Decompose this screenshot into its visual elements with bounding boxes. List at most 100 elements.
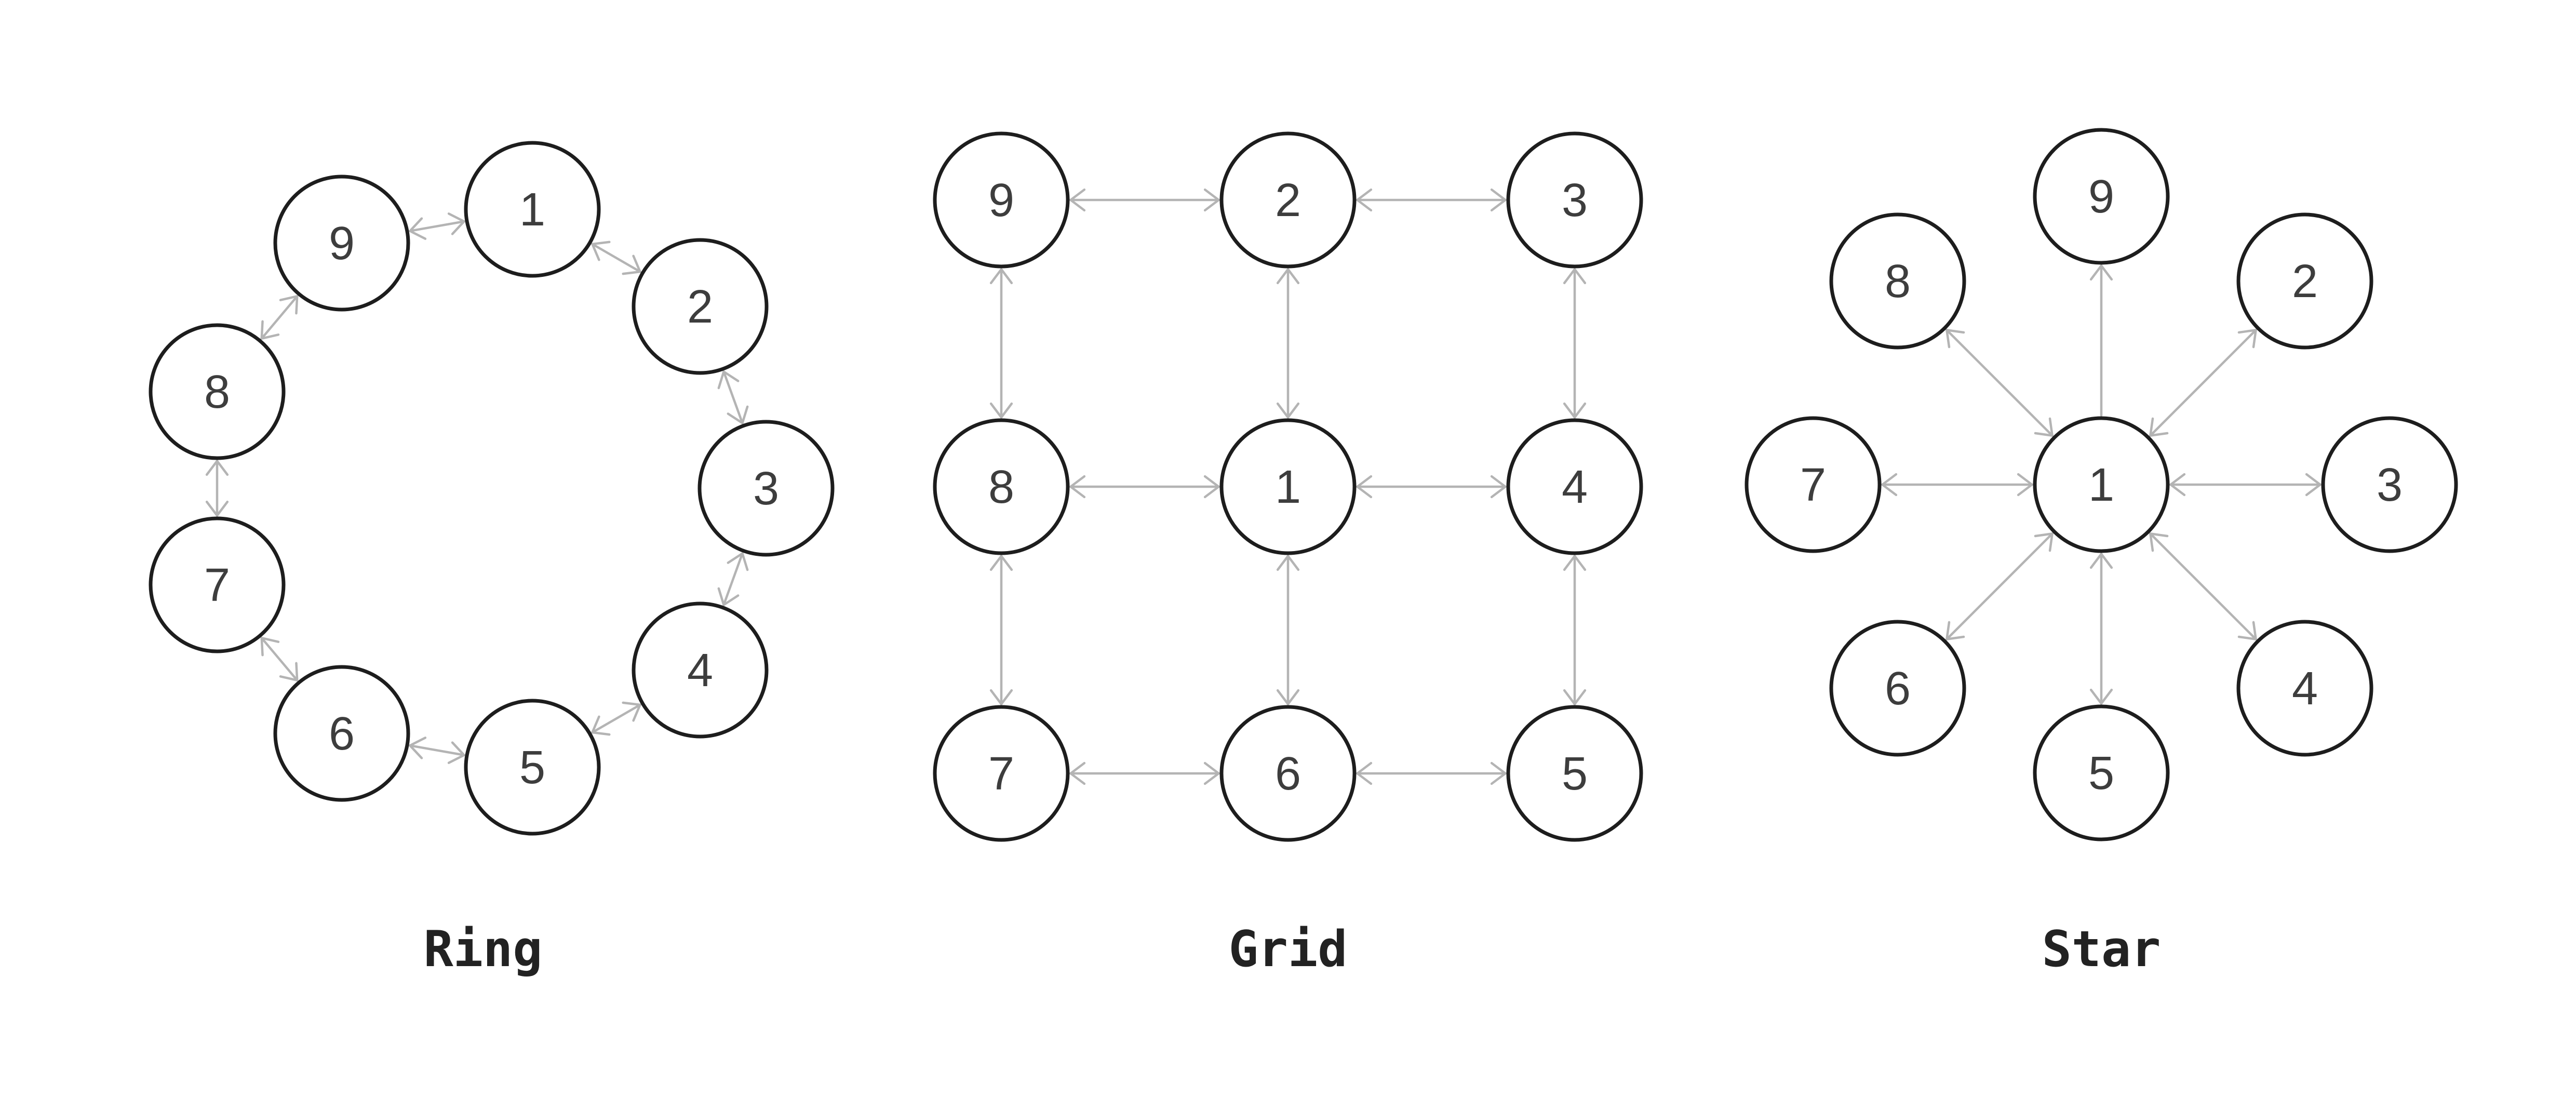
star-edge-1-2 xyxy=(2149,329,2257,437)
star-edge-1-5 xyxy=(2089,553,2113,705)
ring-edge-1-2 xyxy=(591,240,641,275)
ring-node-1: 1 xyxy=(464,141,601,278)
grid-edge-2-3 xyxy=(1356,188,1507,212)
node-circle xyxy=(464,699,601,836)
grid-edge-9-8 xyxy=(989,268,1013,419)
node-number: 5 xyxy=(2088,747,2114,799)
star-node-5: 5 xyxy=(2033,704,2170,841)
node-circle xyxy=(697,420,835,557)
node-number: 9 xyxy=(329,218,355,270)
ring-node-9: 9 xyxy=(273,175,410,312)
star-edge-1-4 xyxy=(2149,532,2257,640)
star-node-4: 4 xyxy=(2236,620,2373,757)
star-node-7: 7 xyxy=(1745,416,1882,553)
ring-node-4: 4 xyxy=(632,601,769,739)
node-number: 5 xyxy=(519,742,545,794)
grid-edge-1-4 xyxy=(1356,475,1507,499)
node-number: 6 xyxy=(329,708,355,760)
star-edge-1-3 xyxy=(2169,473,2322,497)
node-circle xyxy=(632,601,769,739)
node-number: 4 xyxy=(687,645,713,697)
node-circle xyxy=(2033,416,2170,553)
ring-node-5: 5 xyxy=(464,699,601,836)
ring-edge-3-4 xyxy=(717,552,749,606)
grid-edge-2-1 xyxy=(1276,268,1300,419)
ring-node-8: 8 xyxy=(149,323,286,460)
node-circle xyxy=(1506,705,1643,842)
node-circle xyxy=(1506,131,1643,269)
star-node-6: 6 xyxy=(1829,620,1966,757)
ring-node-6: 6 xyxy=(273,665,410,802)
star-edge-1-8 xyxy=(1946,329,2054,437)
ring-node-7: 7 xyxy=(149,516,286,653)
grid-node-5: 5 xyxy=(1506,705,1643,842)
node-circle xyxy=(149,516,286,653)
node-number: 3 xyxy=(2377,459,2403,511)
grid-node-1: 1 xyxy=(1219,418,1357,555)
node-number: 8 xyxy=(204,366,230,418)
star-edge-1-7 xyxy=(1881,473,2033,497)
node-circle xyxy=(149,323,286,460)
star-node-2: 2 xyxy=(2236,212,2373,350)
node-number: 7 xyxy=(988,748,1014,800)
node-number: 9 xyxy=(988,175,1014,226)
node-circle xyxy=(273,665,410,802)
grid-node-7: 7 xyxy=(933,705,1070,842)
node-number: 8 xyxy=(1885,256,1911,307)
ring-edge-9-1 xyxy=(409,212,465,240)
star-edge-1-9 xyxy=(2089,264,2113,417)
diagram-label-star: Star xyxy=(2042,921,2161,978)
ring-edge-6-7 xyxy=(260,637,299,681)
node-number: 3 xyxy=(1562,175,1588,226)
node-circle xyxy=(933,705,1070,842)
node-number: 2 xyxy=(2292,256,2318,307)
node-number: 9 xyxy=(2088,171,2114,223)
grid-node-6: 6 xyxy=(1219,705,1357,842)
diagram-label-ring: Ring xyxy=(424,921,543,978)
diagram-label-grid: Grid xyxy=(1229,921,1348,978)
ring-edge-5-6 xyxy=(409,737,465,764)
grid-node-8: 8 xyxy=(933,418,1070,555)
node-circle xyxy=(1829,212,1966,350)
ring-edge-4-5 xyxy=(591,701,641,736)
ring-edge-7-8 xyxy=(205,460,229,517)
node-number: 6 xyxy=(1275,748,1301,800)
node-number: 2 xyxy=(687,281,713,333)
node-circle xyxy=(1219,131,1357,269)
grid-edge-3-4 xyxy=(1563,268,1587,419)
star-node-1: 1 xyxy=(2033,416,2170,553)
ring-node-3: 3 xyxy=(697,420,835,557)
node-circle xyxy=(1745,416,1882,553)
node-circle xyxy=(464,141,601,278)
ring-node-2: 2 xyxy=(632,238,769,375)
node-circle xyxy=(1219,705,1357,842)
star-edge-1-6 xyxy=(1946,532,2054,640)
node-circle xyxy=(2033,704,2170,841)
grid-node-3: 3 xyxy=(1506,131,1643,269)
node-number: 1 xyxy=(2088,459,2114,511)
node-circle xyxy=(2236,212,2373,350)
node-circle xyxy=(1829,620,1966,757)
node-circle xyxy=(933,418,1070,555)
node-number: 4 xyxy=(2292,663,2318,715)
grid-edge-6-5 xyxy=(1356,761,1507,785)
node-number: 5 xyxy=(1562,748,1588,800)
node-number: 4 xyxy=(1562,461,1588,513)
node-circle xyxy=(273,175,410,312)
node-number: 1 xyxy=(1275,461,1301,513)
node-number: 1 xyxy=(519,184,545,236)
node-circle xyxy=(933,131,1070,269)
grid-edge-4-5 xyxy=(1563,555,1587,705)
node-number: 8 xyxy=(988,461,1014,513)
grid-edge-9-2 xyxy=(1069,188,1220,212)
star-node-9: 9 xyxy=(2033,128,2170,265)
node-circle xyxy=(1506,418,1643,555)
grid-edge-7-6 xyxy=(1069,761,1220,785)
ring-edge-2-3 xyxy=(717,370,749,424)
grid-edge-1-6 xyxy=(1276,555,1300,705)
node-circle xyxy=(2321,416,2458,553)
